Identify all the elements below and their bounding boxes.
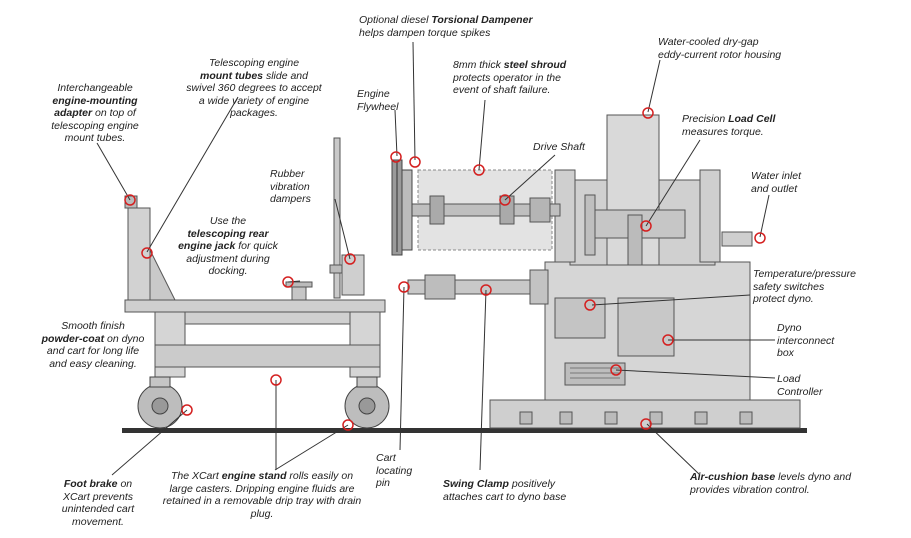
label-rubber-dampers: Rubber vibration dampers: [270, 168, 311, 205]
label-dyno-box: Dyno interconnect box: [777, 322, 835, 359]
callout-load-cell: [640, 220, 652, 232]
label-cart-pin: Cart locating pin: [376, 452, 413, 489]
label-temp-switches: Temperature/pressure safety switches pro…: [753, 268, 856, 305]
xcart-casters: [137, 376, 390, 429]
label-rotor-housing: Water-cooled dry-gap eddy-current rotor …: [658, 36, 782, 61]
label-adapter: Interchangeable engine-mounting adapter …: [51, 82, 139, 144]
callout-cart-pin: [398, 281, 410, 293]
engine-flywheel: [391, 159, 413, 256]
label-foot-brake: Foot brake on XCart prevents unintended …: [61, 478, 135, 528]
label-steel-shroud: 8mm thick steel shroud protects operator…: [453, 59, 567, 96]
label-xcart-stand: The XCart engine stand rolls easily on l…: [162, 470, 362, 520]
callout-drip-tray: [270, 374, 282, 386]
label-drive-shaft: Drive Shaft: [533, 141, 585, 153]
callout-dyno-box: [662, 334, 674, 346]
callout-drive-shaft: [499, 194, 511, 206]
label-water-inlet: Water inlet and outlet: [751, 170, 801, 195]
floor-line: [122, 428, 807, 433]
callout-casters: [342, 419, 354, 431]
callout-air-cushion: [640, 418, 652, 430]
callout-temp-switches: [584, 299, 596, 311]
engine-mount-adapter: [124, 195, 176, 304]
callout-markers: [124, 107, 766, 431]
drive-shaft: [409, 195, 561, 225]
callout-load-controller: [610, 364, 622, 376]
label-load-controller: Load Controller: [777, 373, 823, 398]
label-load-cell: Precision Load Cell measures torque.: [682, 113, 776, 138]
xcart-frame: [124, 299, 386, 378]
load-controller: [564, 362, 626, 386]
dyno-body: [544, 261, 751, 401]
callout-mount-tubes: [141, 247, 153, 259]
callout-steel-shroud: [473, 164, 485, 176]
label-swing-clamp: Swing Clamp positively attaches cart to …: [443, 478, 567, 503]
label-flywheel: Engine Flywheel: [357, 88, 399, 113]
callout-adapter: [124, 194, 136, 206]
callout-foot-brake: [181, 404, 193, 416]
dyno-interconnect-box: [554, 297, 606, 339]
callout-rear-jack: [282, 276, 294, 288]
label-powder-coat: Smooth finish powder-coat on dyno and ca…: [41, 320, 145, 370]
label-air-cushion: Air-cushion base levels dyno and provide…: [690, 471, 852, 496]
callout-torsional-dampener: [409, 156, 421, 168]
callout-rubber-dampers: [344, 253, 356, 265]
label-rear-jack: Use the telescoping rear engine jack for…: [178, 215, 278, 277]
callout-rotor-housing: [642, 107, 654, 119]
engine-mount-plate: [329, 137, 365, 299]
swing-clamp: [407, 269, 549, 305]
label-mount-tubes: Telescoping engine mount tubes slide and…: [186, 57, 322, 119]
callout-water-inlet: [754, 232, 766, 244]
callout-leaders: [96, 41, 776, 476]
dyno-base: [489, 399, 801, 429]
callout-flywheel: [390, 151, 402, 163]
callout-swing-clamp: [480, 284, 492, 296]
label-torsional-dampener: Optional diesel Torsional Dampener helps…: [359, 14, 533, 39]
